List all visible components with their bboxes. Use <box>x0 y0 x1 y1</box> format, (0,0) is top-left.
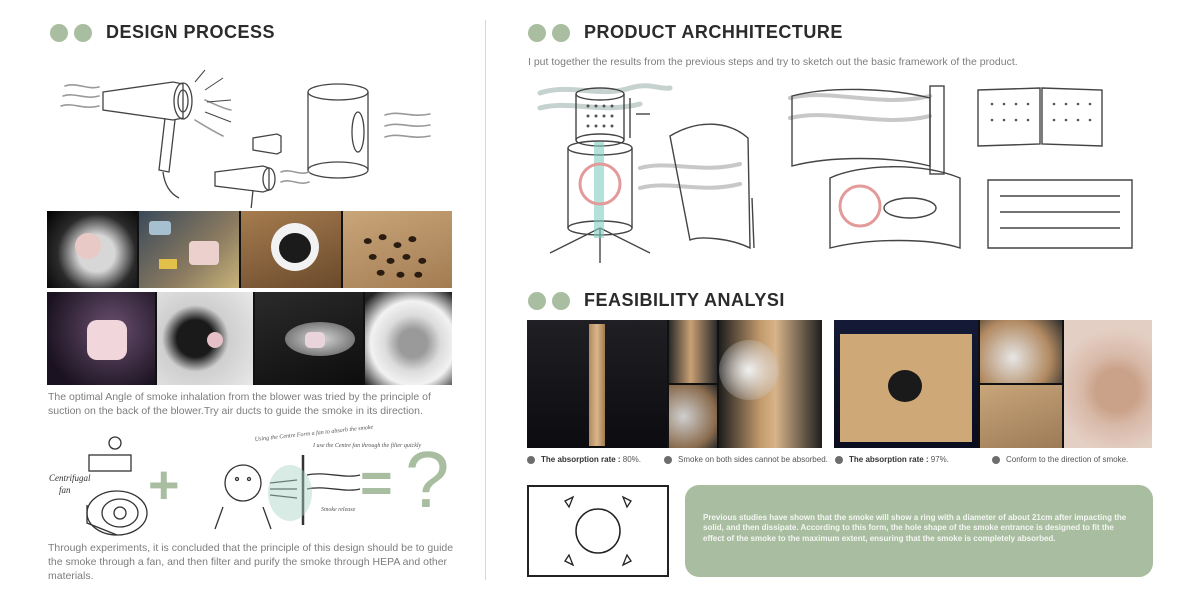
photo-perforated-tube <box>527 320 667 448</box>
photo-tube-smoke-pair <box>669 320 717 448</box>
bottom-note: Smoke release <box>321 507 356 513</box>
ring-hole-diagram <box>527 485 669 577</box>
question-symbol: ? <box>405 435 450 524</box>
caption-value: Smoke on both sides cannot be absorbed. <box>678 455 828 464</box>
feasibility-heading: FEASIBILITY ANALYSI <box>528 290 785 311</box>
photo-blower-suction <box>47 292 155 385</box>
plus-symbol: + <box>148 455 180 515</box>
experiment-photos-row-2 <box>47 292 452 385</box>
feasibility-photos-tube <box>527 320 822 448</box>
design-process-title: DESIGN PROCESS <box>106 22 276 42</box>
product-architecture-title: PRODUCT ARCHHITECTURE <box>584 22 843 42</box>
caption-bullet <box>992 455 1000 464</box>
caption-board-note: Conform to the direction of smoke. <box>992 455 1128 464</box>
equals-symbol: = <box>360 451 393 514</box>
heading-dot <box>50 23 68 42</box>
heading-dot <box>552 291 570 310</box>
blower-sketch <box>60 69 431 208</box>
design-process-text-2: Through experiments, it is concluded tha… <box>48 542 454 583</box>
caption-bullet <box>835 455 843 464</box>
photo-blower-on-white <box>47 211 137 288</box>
research-note-box: Previous studies have shown that the smo… <box>685 485 1153 577</box>
concept-sketch: Centrifugal fan Using the Centre Form a … <box>49 425 422 536</box>
product-architecture-intro: I put together the results from the prev… <box>528 56 1018 68</box>
page-divider <box>485 20 486 580</box>
caption-bullet <box>527 455 535 464</box>
feasibility-title: FEASIBILITY ANALYSI <box>584 290 785 310</box>
heading-dot <box>528 23 546 42</box>
caption-board-rate: The absorption rate : 97%. <box>835 455 949 464</box>
photo-smoke-tunnel <box>365 292 452 385</box>
photo-ring-board <box>834 320 978 448</box>
caption-value: 97%. <box>928 455 950 464</box>
caption-tube-note: Smoke on both sides cannot be absorbed. <box>664 455 828 464</box>
heading-dot <box>528 291 546 310</box>
experiment-photos-row-1 <box>47 211 452 288</box>
caption-bold: The absorption rate : <box>541 455 621 464</box>
research-note-text: Previous studies have shown that the smo… <box>703 513 1127 543</box>
photo-disassembled-parts <box>139 211 239 288</box>
photo-duct-opening <box>157 292 253 385</box>
photo-tube-closeup-smoke <box>719 320 822 448</box>
product-architecture-heading: PRODUCT ARCHHITECTURE <box>528 22 843 43</box>
guide-note: Using the Centre Form a fan to absorb th… <box>254 425 373 443</box>
fan-label: fan <box>59 485 71 495</box>
photo-board-closeup <box>1064 320 1152 448</box>
caption-value: 80%. <box>620 455 642 464</box>
feasibility-photos-board <box>834 320 1152 448</box>
caption-bold: The absorption rate : <box>849 455 929 464</box>
caption-value: Conform to the direction of smoke. <box>1006 455 1129 464</box>
caption-tube-rate: The absorption rate : 80%. <box>527 455 641 464</box>
photo-perforated-board <box>343 211 452 288</box>
photo-smoke-guide <box>255 292 363 385</box>
design-process-text-1: The optimal Angle of smoke inhalation fr… <box>48 391 431 418</box>
heading-dot <box>552 23 570 42</box>
architecture-sketch <box>537 83 1133 263</box>
centrifugal-label: Centrifugal <box>49 473 91 483</box>
design-process-heading: DESIGN PROCESS <box>50 22 275 43</box>
photo-round-fan-cardboard <box>241 211 341 288</box>
heading-dot <box>74 23 92 42</box>
caption-bullet <box>664 455 672 464</box>
second-note: I use the Centre fan through the filter … <box>312 442 422 449</box>
photo-board-smoke-pair <box>980 320 1062 448</box>
